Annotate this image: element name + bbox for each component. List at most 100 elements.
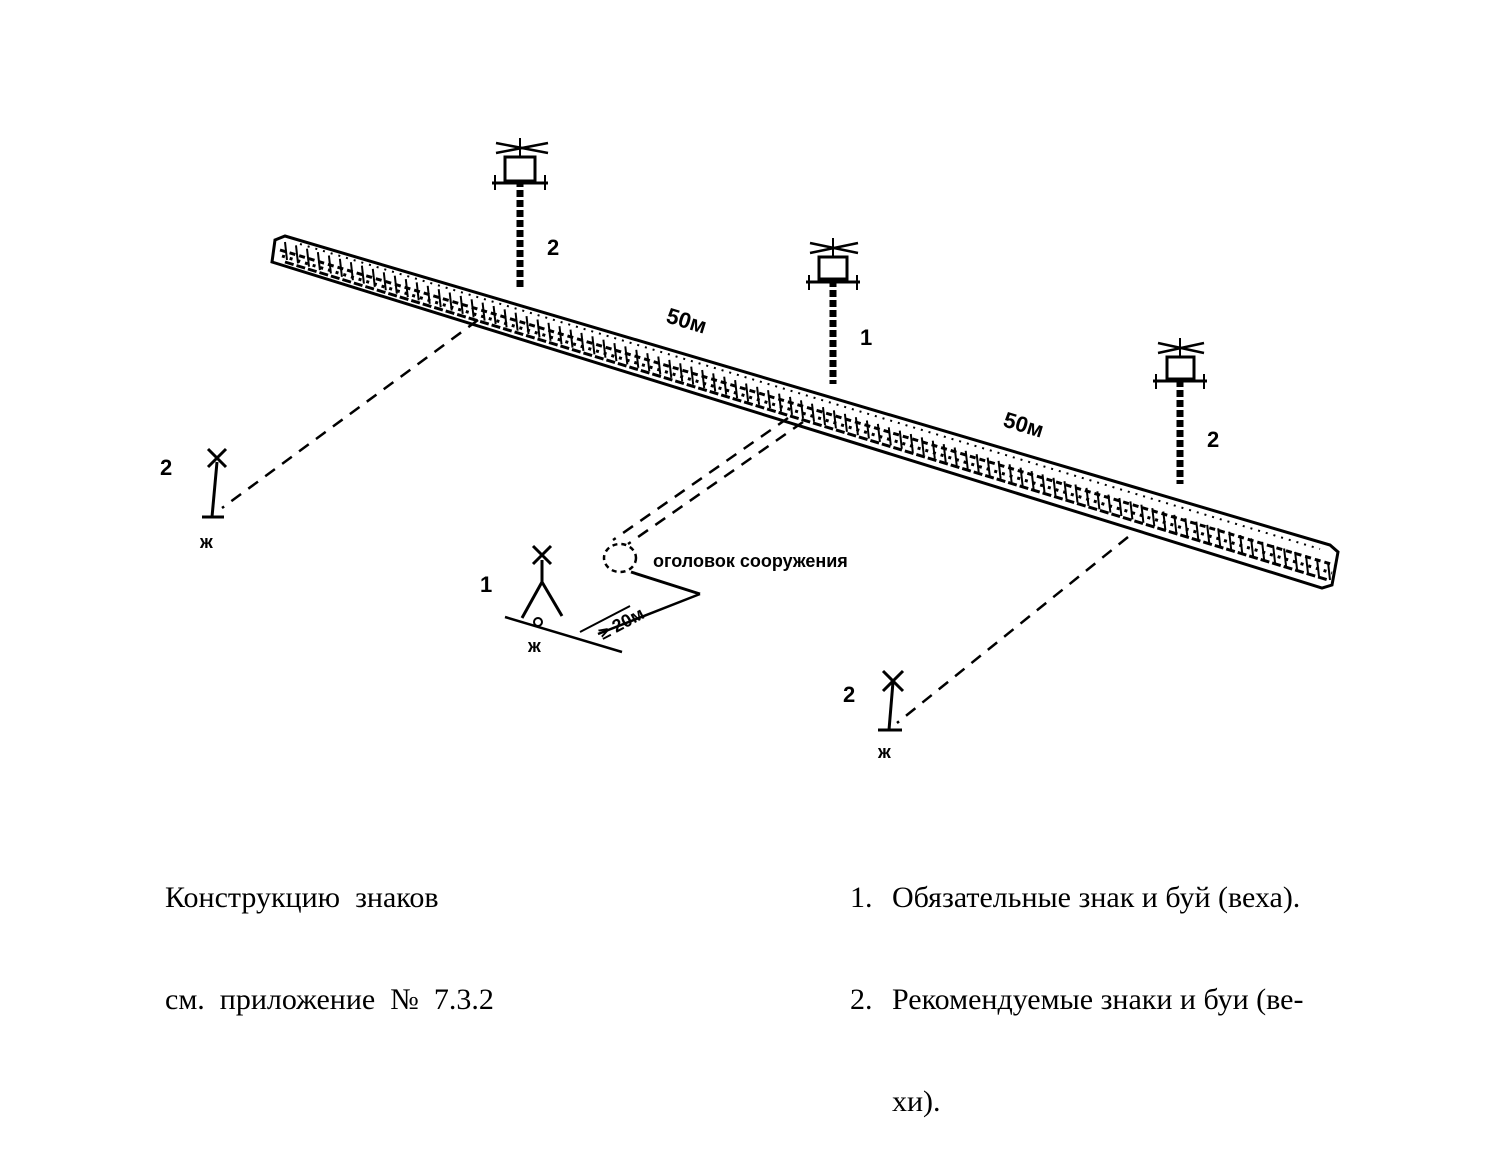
- hatch-stroke: [876, 423, 881, 443]
- legend: 1. Обязательные знак и буй (веха). 2.Реко…: [850, 813, 1303, 1153]
- hatch-stroke: [723, 376, 728, 395]
- hatch-stroke: [1305, 555, 1309, 574]
- hatch-stroke: [1316, 558, 1320, 577]
- hatch-stroke: [1162, 511, 1167, 530]
- hatch-stroke: [800, 400, 804, 419]
- hatch-stroke: [591, 336, 596, 355]
- hatch-stroke: [1272, 545, 1277, 564]
- pole-right: [1153, 338, 1207, 484]
- hatch-stroke: [360, 265, 365, 284]
- hatch-stroke: [953, 447, 958, 466]
- hatch-stroke: [909, 433, 914, 453]
- hatch-stroke: [1195, 521, 1200, 540]
- hatch-stroke: [1041, 474, 1046, 493]
- hatch-stroke: [964, 450, 969, 469]
- hatch-stroke: [448, 292, 453, 311]
- hatch-stroke: [503, 309, 508, 328]
- hatch-stroke: [898, 430, 903, 449]
- right-far-sign: [878, 669, 905, 732]
- legend-item-2: 2.Рекомендуемые знаки и буи (ве-: [850, 983, 1303, 1017]
- left-far-sign: [202, 447, 228, 519]
- hatch-stroke: [558, 326, 563, 345]
- hatch-stroke: [437, 289, 442, 308]
- hatch-stroke: [854, 417, 859, 436]
- hatch-stroke: [679, 363, 684, 382]
- left-far-sign-number: 2: [160, 455, 172, 480]
- hatch-stroke: [986, 457, 991, 476]
- hatch-stroke: [1052, 477, 1057, 496]
- construction-note: Конструкцию знаков см. приложение № 7.3.…: [165, 813, 494, 1051]
- hatch-stroke: [1228, 531, 1233, 550]
- front-sign-tripod: [504, 544, 631, 654]
- hatch-stroke: [1294, 551, 1299, 571]
- hatch-stroke: [481, 302, 486, 321]
- hatch-stroke: [547, 322, 552, 341]
- hatch-stroke: [767, 390, 772, 409]
- hatch-stroke: [811, 403, 815, 422]
- right-far-sign-ground-mark: ж: [877, 742, 891, 762]
- legend-item-2-number: 2.: [850, 983, 873, 1016]
- hatch-stroke: [1173, 514, 1178, 533]
- hatch-stroke: [525, 315, 530, 335]
- hatch-stroke: [756, 386, 761, 405]
- pole-right-number: 2: [1207, 427, 1219, 452]
- hatch-stroke: [1327, 561, 1331, 581]
- hatch-stroke: [1184, 518, 1189, 537]
- hatch-stroke: [1063, 481, 1068, 500]
- pole-middle-number: 1: [860, 325, 872, 350]
- hatch-stroke: [920, 437, 925, 456]
- hatch-stroke: [470, 299, 475, 318]
- hatch-stroke: [338, 258, 343, 277]
- hatch-stroke: [657, 356, 662, 375]
- hatch-stroke: [734, 379, 739, 399]
- hatch-stroke: [492, 305, 497, 325]
- distance-label-2: 50м: [1001, 407, 1047, 443]
- hatch-stroke: [1250, 538, 1255, 557]
- hatch-stroke: [822, 406, 826, 426]
- legend-item-2-continuation: хи).: [892, 1085, 941, 1118]
- hatch-stroke: [1030, 470, 1035, 490]
- hatch-stroke: [690, 366, 695, 385]
- pole-middle: [806, 238, 860, 384]
- alignment-lines: [221, 318, 1129, 724]
- hatch-stroke: [832, 410, 837, 429]
- hatch-stroke: [1206, 524, 1211, 544]
- hatch-stroke: [1217, 528, 1222, 547]
- pole-left: [492, 138, 549, 288]
- embankment-texture: [279, 243, 1335, 582]
- hatch-stroke: [1239, 534, 1244, 554]
- right-far-sign-number: 2: [843, 682, 855, 707]
- hatch-stroke: [778, 393, 783, 412]
- hatch-stroke: [1096, 491, 1101, 510]
- hatch-stroke: [415, 282, 420, 301]
- hatch-stroke: [284, 241, 288, 261]
- hatch-stroke: [580, 332, 585, 352]
- construction-note-line-1: Конструкцию знаков: [165, 881, 439, 914]
- distance-to-head-label: ≥ 20м: [595, 603, 647, 643]
- hatch-stroke: [1008, 464, 1013, 483]
- hatch-stroke: [393, 275, 398, 294]
- hatch-stroke: [931, 440, 936, 459]
- hatch-stroke: [712, 373, 717, 392]
- pole-left-number: 2: [547, 235, 559, 260]
- distance-label-1: 50м: [664, 303, 710, 339]
- embankment: [270, 234, 1340, 590]
- hatch-stroke: [569, 329, 574, 348]
- legend-item-1-number: 1.: [850, 881, 873, 914]
- hatch-stroke: [843, 413, 848, 432]
- hatch-stroke: [1129, 501, 1134, 520]
- hatch-stroke: [514, 312, 519, 331]
- hatch-stroke: [316, 251, 321, 271]
- hatch-stroke: [1019, 467, 1024, 486]
- hatch-stroke: [371, 268, 376, 288]
- hatch-stroke: [459, 295, 464, 315]
- hatch-stroke: [1261, 541, 1266, 560]
- hatch-stroke: [635, 349, 640, 368]
- hatch-stroke: [1085, 487, 1090, 507]
- hatch-stroke: [745, 383, 750, 402]
- legend-item-1-text: Обязательные знак и буй (веха).: [892, 881, 1301, 914]
- hatch-stroke: [536, 319, 541, 338]
- hatch-stroke: [997, 460, 1002, 480]
- hatch-stroke: [382, 272, 387, 291]
- left-far-sign-ground-mark: ж: [199, 532, 213, 552]
